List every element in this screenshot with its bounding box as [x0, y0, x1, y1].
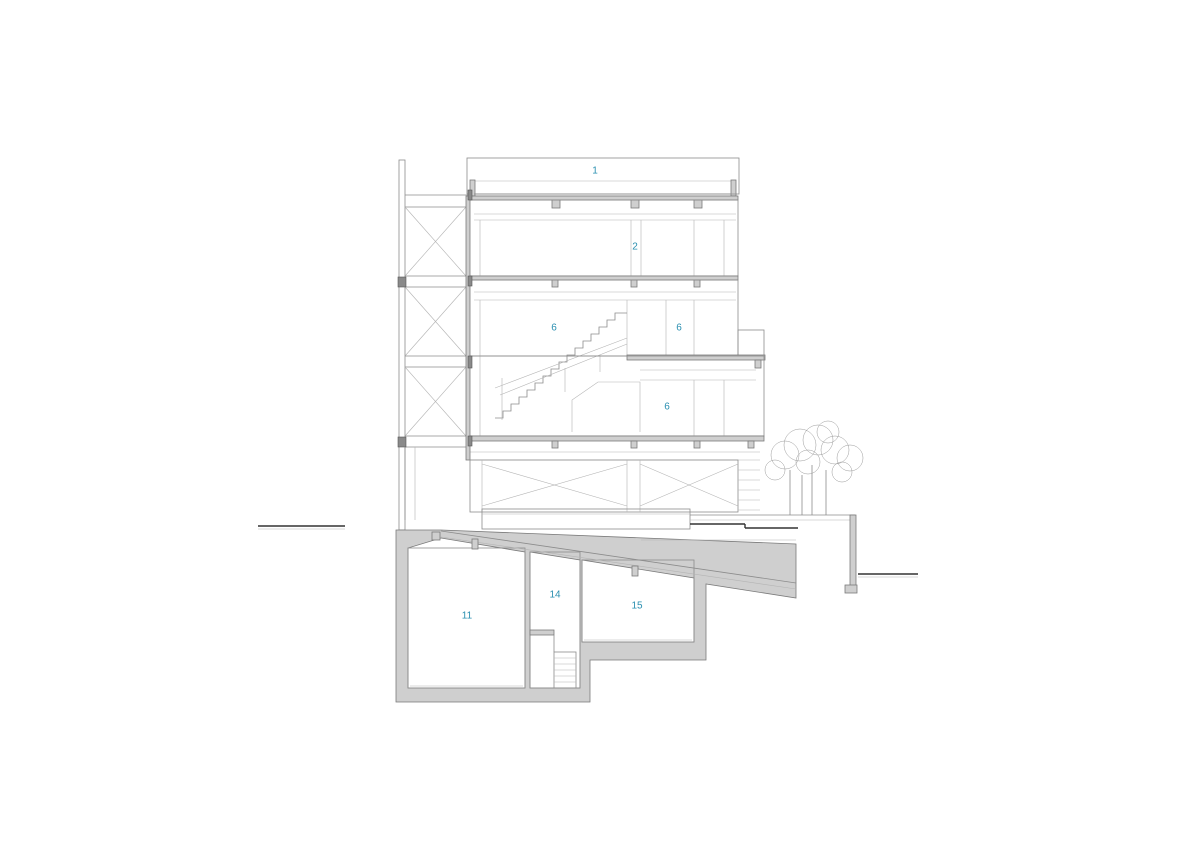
room-label-roof: 1	[592, 166, 598, 177]
room-label-level-6c: 6	[664, 402, 670, 413]
room-label-basement-14: 14	[549, 590, 561, 601]
trees	[764, 420, 864, 515]
ground-lines	[258, 525, 918, 578]
room-label-level-2: 2	[632, 242, 638, 253]
room-label-basement-15: 15	[631, 601, 643, 612]
room-label-level-6a: 6	[551, 323, 557, 334]
basement	[395, 529, 797, 703]
main-building	[465, 157, 855, 530]
room-label-level-6b: 6	[676, 323, 682, 334]
room-label-basement-11: 11	[462, 611, 473, 622]
right-retaining-wall	[844, 514, 858, 594]
room-labels: 1 2 6 6 6 11 14 15	[462, 166, 682, 622]
left-facade-frame	[397, 159, 470, 531]
